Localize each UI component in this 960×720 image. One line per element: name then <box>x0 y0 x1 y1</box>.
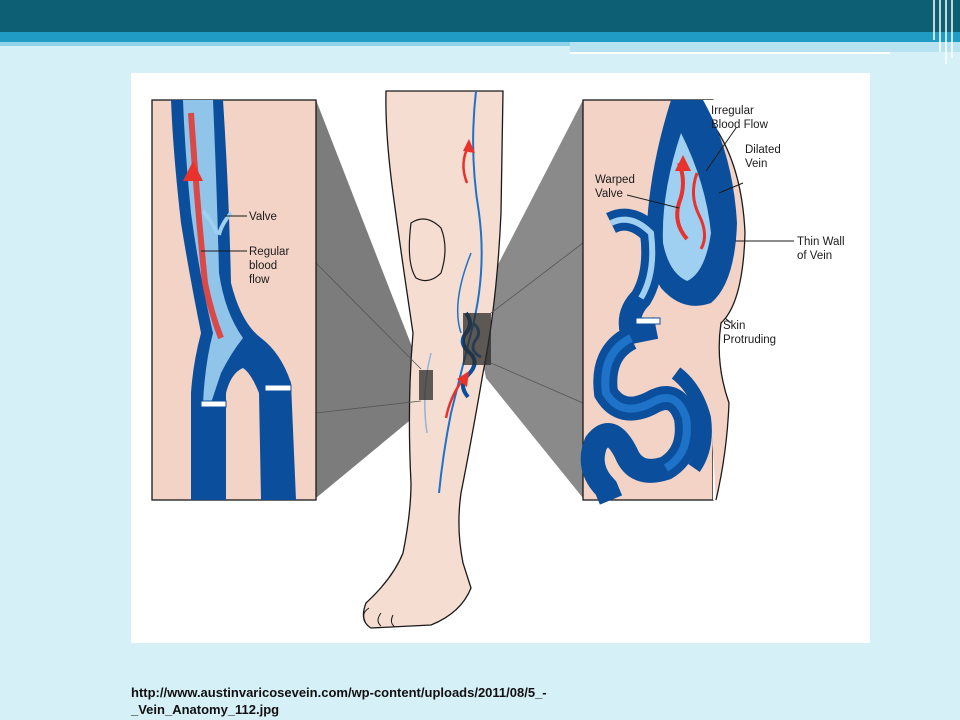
header-stripe-right <box>570 42 960 52</box>
label-of-vein: of Vein <box>797 250 832 262</box>
left-panel-healthy-vein: Valve Regular blood flow <box>152 100 316 500</box>
label-regular: Regular <box>249 246 289 258</box>
caption-line-1: http://www.austinvaricosevein.com/wp-con… <box>131 684 751 701</box>
label-vein: Vein <box>745 158 767 170</box>
header-stripe <box>0 32 960 42</box>
label-flow: flow <box>249 274 270 286</box>
label-thin-wall: Thin Wall <box>797 236 845 248</box>
vein-anatomy-figure: Valve Regular blood flow <box>131 73 870 643</box>
label-dilated: Dilated <box>745 144 781 156</box>
source-caption: http://www.austinvaricosevein.com/wp-con… <box>131 684 751 718</box>
header-accent-line <box>570 52 890 54</box>
label-blood: blood <box>249 260 277 272</box>
header-stripe-light <box>0 42 570 46</box>
label-irregular: Irregular <box>711 105 754 117</box>
vein-anatomy-illustration: Valve Regular blood flow <box>131 73 870 643</box>
label-blood-flow: Blood Flow <box>711 119 769 131</box>
label-protruding: Protruding <box>723 334 776 346</box>
caption-line-2: _Vein_Anatomy_112.jpg <box>131 701 751 718</box>
label-skin: Skin <box>723 320 745 332</box>
header-bar <box>0 0 960 32</box>
right-panel-varicose-vein: Irregular Blood Flow Dilated Vein Warped… <box>583 100 845 500</box>
label-valve-right: Valve <box>595 188 623 200</box>
label-valve: Valve <box>249 211 277 223</box>
label-warped: Warped <box>595 174 635 186</box>
corner-decoration <box>928 0 960 64</box>
